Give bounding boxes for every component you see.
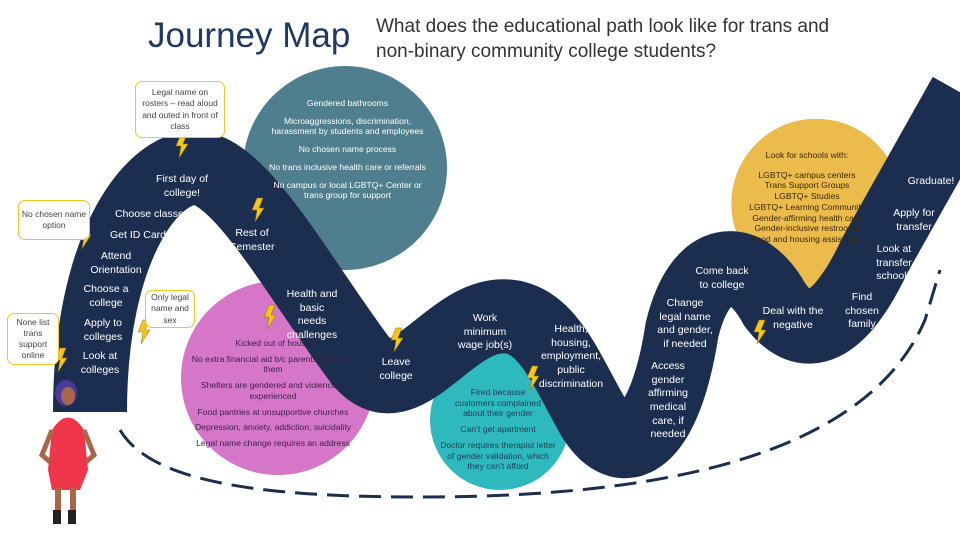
step: Come back to college xyxy=(695,265,749,291)
step: First day of college! xyxy=(156,173,208,199)
step: Rest of Semester xyxy=(229,227,275,253)
yellow-item: LGBTQ+ Studies xyxy=(774,191,840,202)
bolt-icon xyxy=(251,197,265,223)
bolt-icon xyxy=(753,319,767,345)
yellow-item: Gender-affirming health care xyxy=(752,212,862,223)
page-subtitle: What does the educational path look like… xyxy=(376,16,830,62)
bolt-icon xyxy=(526,365,540,391)
step: Look at colleges xyxy=(80,350,120,376)
step: Choose a college xyxy=(83,283,129,309)
step: Apply for transfer xyxy=(893,207,935,233)
pink-circle-text: Kicked out of house No extra financial a… xyxy=(188,338,358,454)
step: Access gender affirming medical care, if… xyxy=(647,360,689,441)
teal-circle-text: Gendered bathrooms Microaggressions, dis… xyxy=(265,98,430,208)
bolt-icon xyxy=(263,304,277,330)
step: Apply to colleges xyxy=(83,317,123,343)
bolt-icon xyxy=(390,327,404,353)
dashed-path xyxy=(118,269,942,499)
step: Deal with the negative xyxy=(762,305,824,331)
pink-item: Depression, anxiety, addiction, suicidal… xyxy=(194,422,352,433)
step: Change legal name and gender, if needed xyxy=(657,297,713,350)
pink-item: Food pantries at unsupportive churches xyxy=(197,406,349,417)
step: Leave college xyxy=(379,356,413,382)
callout-box: Only legal name and sex xyxy=(145,290,195,328)
pink-item: Kicked out of house xyxy=(235,338,311,348)
step: Choose classes xyxy=(114,208,190,220)
yellow-circle-text: Look for schools with: LGBTQ+ campus cen… xyxy=(742,150,872,245)
yellow-item: Food and housing assistance xyxy=(751,234,863,245)
yellow-item: Trans Support Groups xyxy=(764,180,850,191)
callout-box: No chosen name option xyxy=(18,200,90,240)
step: Health and basic needs challenges xyxy=(286,288,338,341)
yellow-item: LGBTQ+ campus centers xyxy=(758,169,856,180)
step: Get ID Card xyxy=(109,229,167,241)
step: Health, housing, employment, public disc… xyxy=(538,323,604,390)
step: Find chosen family xyxy=(845,291,879,331)
teal-item: No campus or local LGBTQ+ Center or tran… xyxy=(273,179,422,201)
teal-item: Microaggressions, discrimination, harass… xyxy=(271,115,424,137)
pink-item: Shelters are gendered and violence is ex… xyxy=(200,380,346,401)
cyan-item: Can’t get apartment xyxy=(460,424,536,435)
cyan-item: Doctor requires therapist letter of gend… xyxy=(440,439,556,472)
callout-box: Legal name on rosters – read aloud and o… xyxy=(135,81,225,138)
journey-road xyxy=(53,76,960,479)
page-title: Journey Map xyxy=(148,16,351,55)
pink-item: Legal name change requires an address xyxy=(196,438,350,449)
teal-item: Gendered bathrooms xyxy=(306,98,389,108)
callout-box: None list trans support online xyxy=(7,313,59,365)
yellow-item: Gender-inclusive restrooms xyxy=(754,223,860,234)
teal-item: No trans inclusive health care or referr… xyxy=(269,161,426,172)
teal-item: No chosen name process xyxy=(298,144,397,155)
cyan-item: Fired because customers complained about… xyxy=(455,387,541,419)
step: Work minimum wage job(s) xyxy=(457,312,513,352)
step: Look at transfer schools xyxy=(876,243,912,283)
person-illustration xyxy=(39,380,97,524)
step: Graduate! xyxy=(907,175,955,187)
yellow-item: LGBTQ+ Learning Community xyxy=(749,201,865,212)
step: Attend Orientation xyxy=(90,250,142,276)
yellow-heading: Look for schools with: xyxy=(765,150,849,160)
cyan-circle-text: Fired because customers complained about… xyxy=(440,387,556,477)
pink-item: No extra financial aid b/c parents still… xyxy=(191,353,355,375)
